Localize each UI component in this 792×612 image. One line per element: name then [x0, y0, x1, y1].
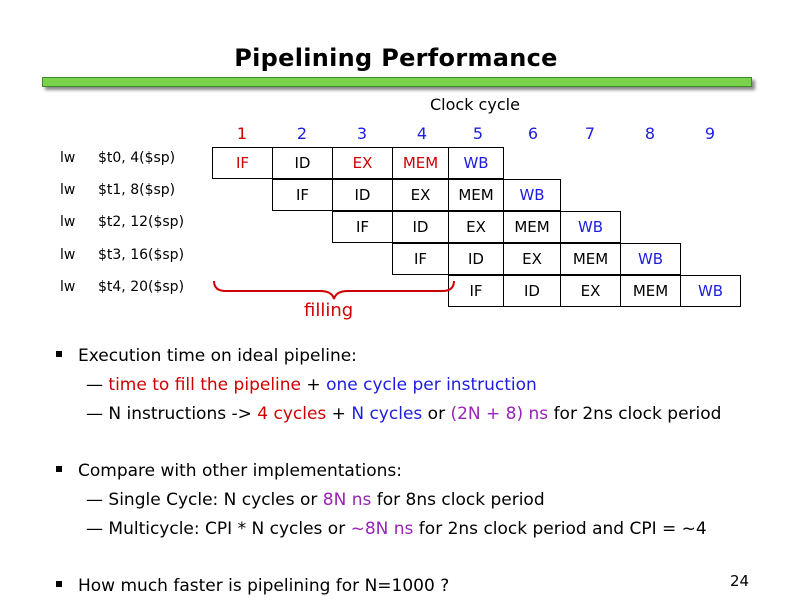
cycle-header-6: 6 [527, 124, 539, 143]
stage-cell: MEM [560, 243, 621, 275]
stage-cell: IF [332, 211, 393, 243]
cycle-header-4: 4 [416, 124, 428, 143]
cycle-header-5: 5 [472, 124, 484, 143]
stage-cell: EX [392, 179, 449, 211]
stage-cell: IF [272, 179, 333, 211]
cycle-header-2: 2 [296, 124, 308, 143]
stage-cell: ID [448, 243, 504, 275]
bullet-execution-time: Execution time on ideal pipeline: [56, 346, 357, 366]
slide-title: Pipelining Performance [234, 44, 558, 72]
cycle-header-1: 1 [236, 124, 248, 143]
sub-bullet-single-cycle: — Single Cycle: N cycles or 8N ns for 8n… [86, 490, 545, 510]
cycle-header-7: 7 [584, 124, 596, 143]
stage-cell: MEM [620, 275, 681, 307]
stage-cell: ID [332, 179, 393, 211]
stage-cell: MEM [503, 211, 561, 243]
stage-cell: IF [448, 275, 504, 307]
bullet-square-icon [56, 581, 62, 587]
instruction-row-4: lw$t3, 16($sp) [60, 247, 185, 263]
cycle-header-9: 9 [704, 124, 716, 143]
filling-brace [213, 280, 455, 300]
page-number: 24 [730, 572, 750, 590]
stage-cell: IF [392, 243, 449, 275]
stage-cell: WB [560, 211, 621, 243]
stage-cell: EX [503, 243, 561, 275]
stage-cell: ID [272, 147, 333, 179]
stage-cell: WB [680, 275, 741, 307]
clock-cycle-label: Clock cycle [430, 95, 520, 114]
sub-bullet-fill-time: — time to fill the pipeline + one cycle … [86, 375, 537, 395]
bullet-compare: Compare with other implementations: [56, 461, 402, 481]
stage-cell: EX [448, 211, 504, 243]
title-underline-bar [42, 77, 752, 87]
instruction-row-3: lw$t2, 12($sp) [60, 214, 185, 230]
stage-cell: EX [560, 275, 621, 307]
stage-cell: MEM [448, 179, 504, 211]
sub-bullet-n-instructions: — N instructions -> 4 cycles + N cycles … [86, 404, 722, 424]
cycle-header-3: 3 [356, 124, 368, 143]
bullet-square-icon [56, 351, 62, 357]
cycle-header-8: 8 [644, 124, 656, 143]
stage-cell: ID [392, 211, 449, 243]
sub-bullet-multicycle: — Multicycle: CPI * N cycles or ~8N ns f… [86, 519, 707, 539]
stage-cell: MEM [392, 147, 449, 179]
bullet-square-icon [56, 466, 62, 472]
instruction-row-1: lw$t0, 4($sp) [60, 150, 176, 166]
instruction-row-2: lw$t1, 8($sp) [60, 182, 176, 198]
filling-label: filling [304, 300, 354, 321]
bullet-question: How much faster is pipelining for N=1000… [56, 576, 449, 596]
stage-cell: WB [448, 147, 504, 179]
stage-cell: WB [620, 243, 681, 275]
stage-cell: IF [212, 147, 273, 179]
instruction-row-5: lw$t4, 20($sp) [60, 279, 185, 295]
stage-cell: EX [332, 147, 393, 179]
stage-cell: ID [503, 275, 561, 307]
stage-cell: WB [503, 179, 561, 211]
